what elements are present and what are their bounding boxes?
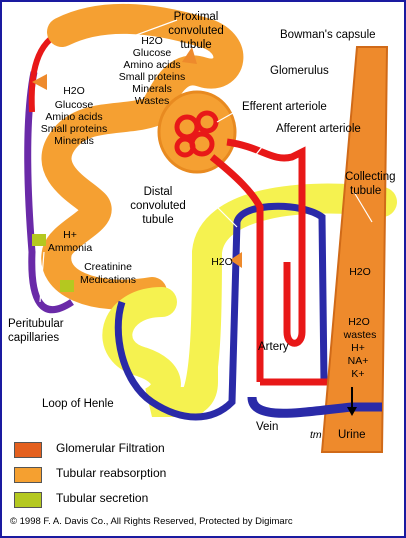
- label-efferent-arteriole: Efferent arteriole: [242, 101, 327, 113]
- annot-left-1: Glucose: [55, 99, 94, 111]
- annot-sec-1: Ammonia: [48, 242, 93, 254]
- vasa-recta-blue: [114, 202, 328, 421]
- annotation-proximal: H2O Glucose Amino acids Small proteins M…: [119, 35, 186, 107]
- glomerulus-shape: [174, 110, 219, 158]
- label-vein: Vein: [256, 421, 278, 433]
- copyright-notice: © 1998 F. A. Davis Co., All Rights Reser…: [10, 516, 293, 527]
- annot-sec2-0: Creatinine: [84, 261, 132, 273]
- label-distal-1: Distal: [144, 186, 173, 198]
- annot-sec2-1: Medications: [80, 274, 136, 286]
- annot-collecting-water: H2O: [349, 266, 371, 278]
- annot-prox-0: H2O: [141, 35, 163, 47]
- annot-left-3: Small proteins: [41, 123, 108, 135]
- annot-cw-1: wastes: [343, 329, 377, 341]
- label-collecting-2: tubule: [350, 185, 381, 197]
- efferent-arteriole-shape: [226, 138, 306, 347]
- annotation-secretion: H+ Ammonia Creatinine Medications: [48, 229, 136, 286]
- vein-shape: [247, 396, 382, 418]
- annot-left-0: H2O: [63, 85, 85, 97]
- reabsorption-arrows: [32, 47, 377, 268]
- label-proximal-1: Proximal: [174, 11, 219, 23]
- annot-cw-0: H2O: [348, 316, 370, 328]
- signature: tm: [310, 429, 322, 441]
- legend-label-filtration: Glomerular Filtration: [56, 441, 165, 455]
- legend-swatch-reabsorption: [14, 467, 42, 483]
- annot-left-2: Amino acids: [45, 111, 102, 123]
- label-proximal: Proximal convoluted tubule: [168, 11, 224, 51]
- annot-cw-3: NA+: [348, 355, 369, 367]
- annot-prox-4: Minerals: [132, 83, 172, 95]
- label-artery: Artery: [258, 341, 289, 353]
- legend-swatch-filtration: [14, 442, 42, 458]
- secretion-marker-2: [60, 280, 74, 292]
- peritubular-capillary: [24, 71, 74, 314]
- label-distal: Distal convoluted tubule: [130, 186, 186, 226]
- label-urine: Urine: [338, 429, 365, 441]
- label-proximal-2: convoluted: [168, 25, 224, 37]
- label-proximal-3: tubule: [180, 39, 211, 51]
- label-distal-3: tubule: [142, 214, 173, 226]
- collecting-tubule-shape: [320, 46, 389, 453]
- leader-lines: [39, 19, 373, 398]
- annotation-left: H2O Glucose Amino acids Small proteins M…: [41, 85, 108, 147]
- annot-cw-4: K+: [351, 368, 364, 380]
- annot-prox-5: Wastes: [135, 95, 170, 107]
- label-collecting-1: Collecting: [345, 171, 396, 183]
- label-loop-of-henle: Loop of Henle: [42, 398, 114, 410]
- annot-left-4: Minerals: [54, 135, 94, 147]
- secretion-marker-1: [32, 234, 46, 246]
- annotation-collecting-wastes: H2O wastes H+ NA+ K+: [343, 316, 377, 380]
- urine-arrowhead: [347, 407, 357, 416]
- annot-cw-2: H+: [351, 342, 365, 354]
- annot-prox-3: Small proteins: [119, 71, 186, 83]
- label-bowmans-capsule: Bowman's capsule: [280, 29, 376, 41]
- label-peritubular-1: Peritubular: [8, 318, 64, 330]
- label-afferent-arteriole: Afferent arteriole: [276, 123, 361, 135]
- annot-sec-0: H+: [63, 229, 77, 241]
- legend-swatch-secretion: [14, 492, 42, 508]
- label-glomerulus: Glomerulus: [270, 65, 329, 77]
- proximal-tubule-shape: [41, 3, 244, 310]
- annot-prox-2: Amino acids: [123, 59, 180, 71]
- legend-label-secretion: Tubular secretion: [56, 491, 149, 505]
- legend-label-reabsorption: Tubular reabsorption: [56, 466, 167, 480]
- label-peritubular-2: capillaries: [8, 332, 59, 344]
- annot-prox-1: Glucose: [133, 47, 172, 59]
- loop-of-henle-shape: [152, 242, 218, 417]
- annot-distal-water: H2O: [211, 256, 233, 268]
- label-distal-2: convoluted: [130, 200, 186, 212]
